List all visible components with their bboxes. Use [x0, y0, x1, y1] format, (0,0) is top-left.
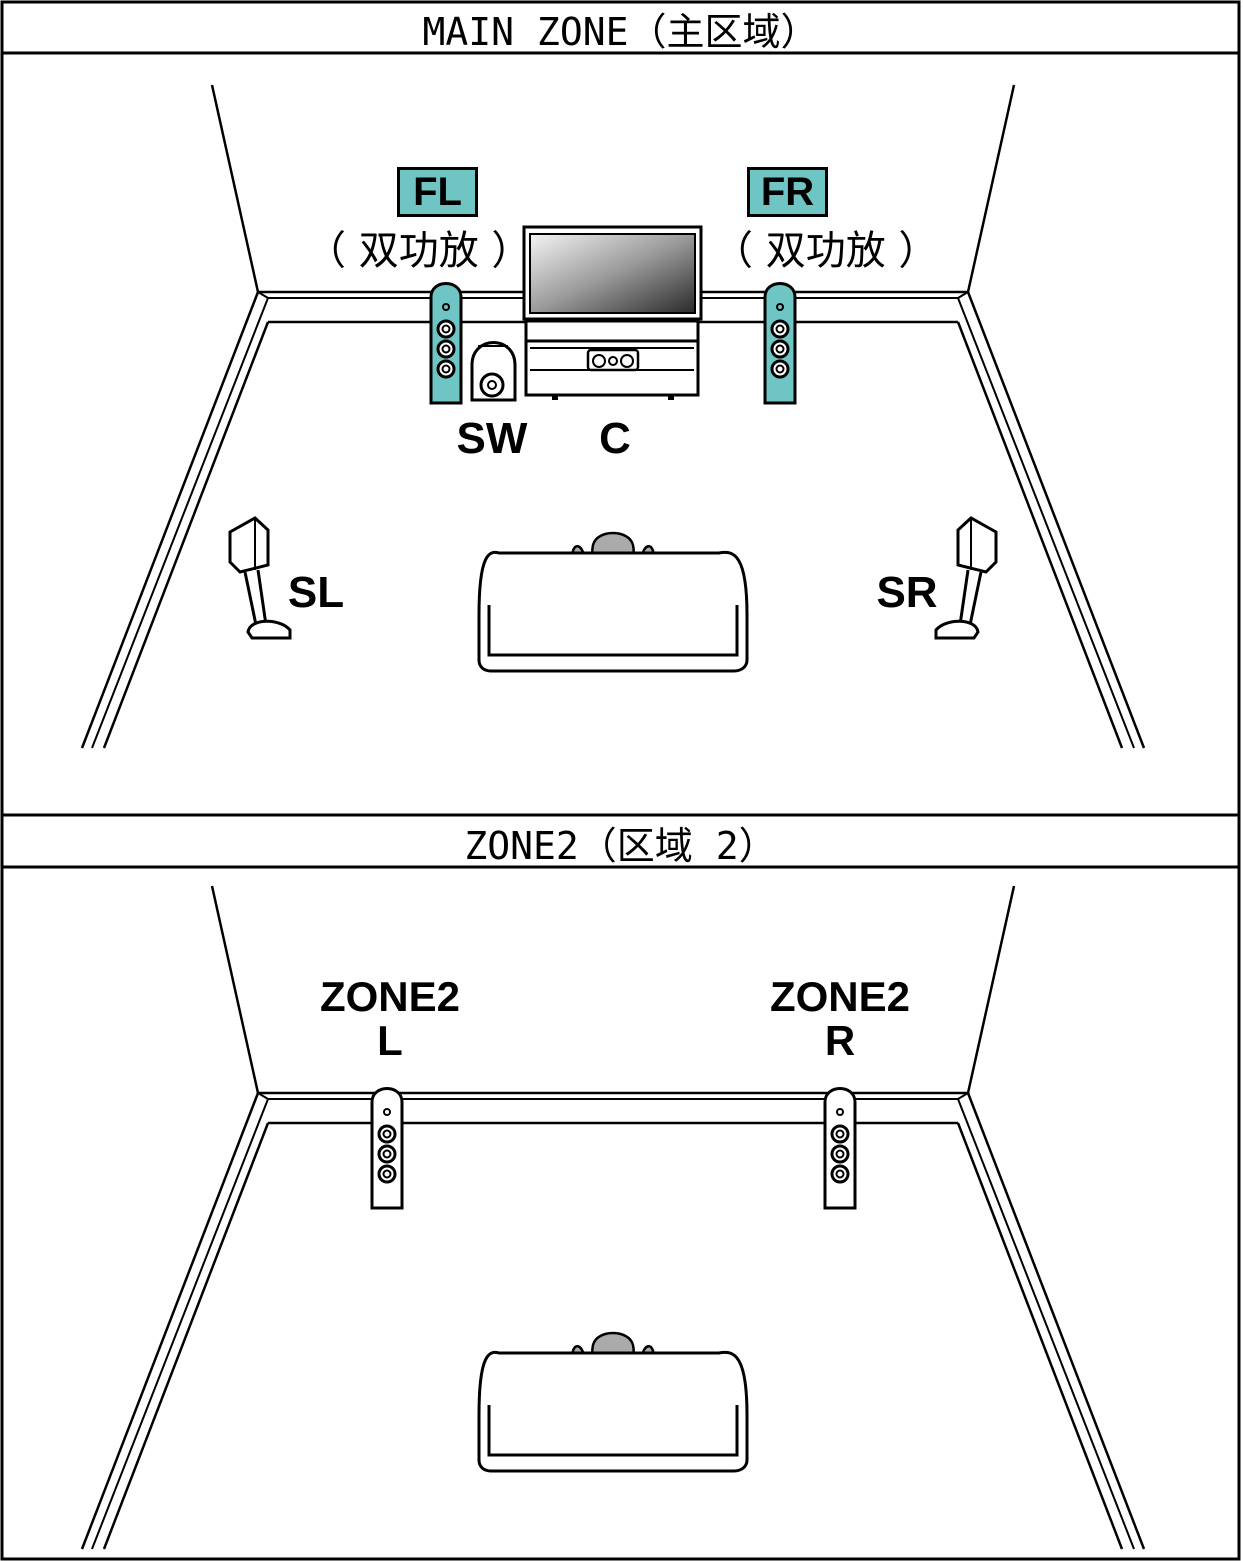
main-sofa	[477, 550, 749, 673]
fl-biamp-label: （ 双功放 ）	[306, 228, 532, 274]
zone2-left-line1: ZONE2	[319, 973, 461, 1020]
front-left-speaker	[429, 282, 463, 405]
zone2-right-speaker	[823, 1087, 857, 1210]
zone2-left-speaker	[370, 1087, 404, 1210]
surround-right-speaker	[934, 516, 998, 640]
center-speaker	[586, 348, 640, 372]
surround-left-speaker	[228, 516, 292, 640]
zone2-left-line2: L	[377, 1017, 403, 1064]
zone2-right-line1: ZONE2	[769, 973, 911, 1020]
tv-unit	[522, 225, 703, 400]
subwoofer	[470, 341, 517, 402]
front-right-speaker	[763, 282, 797, 405]
fr-tag: FR	[747, 167, 828, 217]
sw-label: SW	[456, 414, 528, 463]
zone2-right-label: ZONE2 R	[750, 975, 930, 1063]
zone2-sofa	[477, 1350, 749, 1473]
fr-biamp-label: （ 双功放 ）	[713, 228, 939, 274]
sr-label: SR	[876, 568, 938, 617]
main-zone-title: MAIN ZONE（主区域）	[422, 9, 819, 54]
center-label: C	[599, 414, 631, 463]
zone2-right-line2: R	[824, 1017, 856, 1064]
fl-tag: FL	[397, 167, 478, 217]
zone2-left-label: ZONE2 L	[300, 975, 480, 1063]
zone2-title: ZONE2（区域 2）	[464, 823, 777, 868]
sl-label: SL	[287, 568, 345, 617]
